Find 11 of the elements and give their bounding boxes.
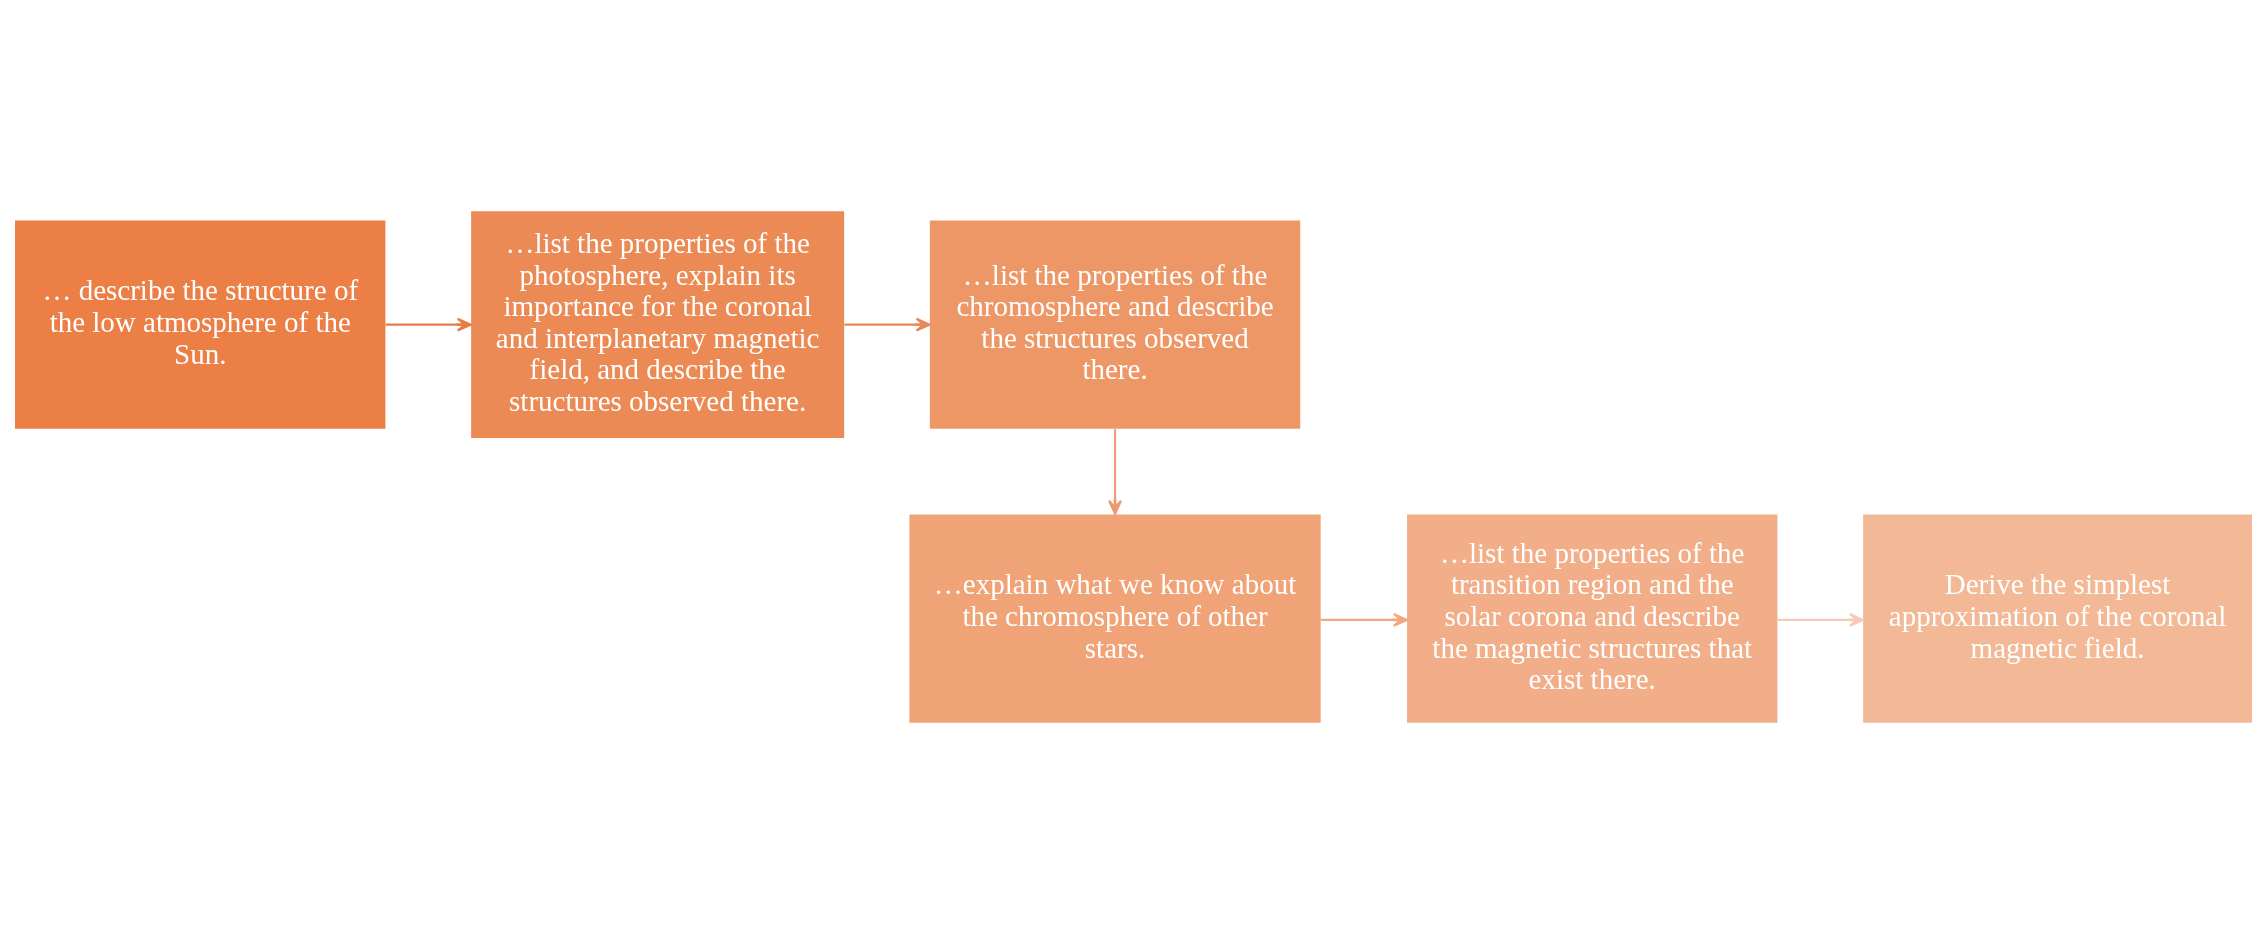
- arrow: [1777, 612, 1865, 627]
- arrow: [385, 317, 472, 332]
- arrow: [844, 317, 931, 332]
- node-box: … describe the structure of the low atmosphere of the Sun.: [15, 220, 386, 429]
- node-box: …list the properties of the chromosphere and describe the structures observed there.: [929, 220, 1301, 429]
- node-box: …explain what we know about the chromosphere of other stars.: [909, 513, 1321, 723]
- node-box: …list the properties of the photosphere, explain its importance for the coronal and interplanetary magnetic field, and describe the structures observed there.: [471, 210, 845, 438]
- arrow: [1320, 612, 1409, 627]
- arrow: [1108, 428, 1123, 515]
- node-box: …list the properties of the transition region and the solar corona and describe the magnetic structures that exist there.: [1407, 513, 1778, 723]
- node-box: Derive the simplest approximation of the coronal magnetic field.: [1863, 513, 2252, 723]
